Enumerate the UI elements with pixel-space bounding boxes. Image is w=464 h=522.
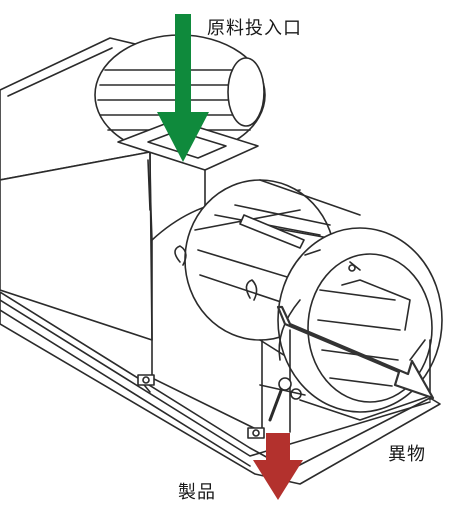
- inlet-arrow: [157, 14, 209, 162]
- mounting-bolts: [137, 264, 356, 439]
- base-plate: [0, 291, 441, 485]
- inlet-label: 原料投入口: [207, 18, 302, 39]
- product-label: 製品: [178, 482, 216, 503]
- drum-end-ring: [277, 227, 443, 413]
- adjust-lever: [259, 377, 306, 422]
- foreign-arrow: [276, 305, 435, 400]
- product-arrow: [253, 433, 303, 500]
- foreign-matter-label: 異物: [388, 444, 426, 465]
